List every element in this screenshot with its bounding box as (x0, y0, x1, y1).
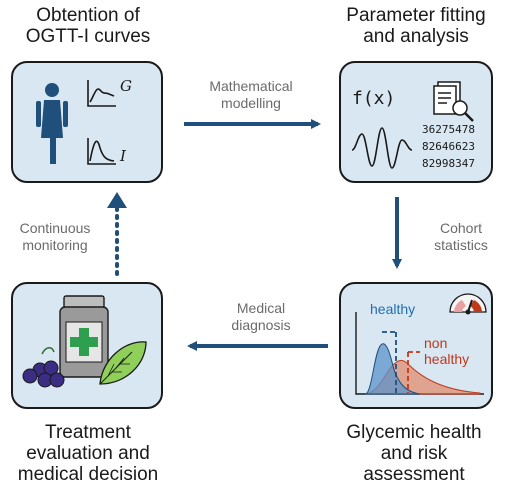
berries-icon (22, 347, 65, 388)
stage-title-ogtt: Obtention of OGTT-I curves (25, 5, 151, 47)
label-statistics: Cohort statistics (434, 220, 488, 253)
stage-title-treatment: Treatment evaluation and medical decisio… (17, 422, 159, 485)
formula-text: f(x) (352, 88, 395, 109)
person-icon (36, 83, 68, 164)
glucose-label: G (120, 77, 132, 95)
gauge-icon (449, 293, 487, 315)
insulin-label: I (119, 147, 127, 165)
stage-parameter-fitting: f(x) 36275478 82646623 82998347 (339, 61, 493, 183)
medicine-bottle-icon (59, 295, 109, 378)
healthy-distribution (364, 343, 421, 395)
nonhealthy-label: non healthy (424, 335, 469, 367)
oscillation-icon (351, 127, 413, 169)
stage-ogtt-curves: G I (11, 61, 163, 183)
number-line: 36275478 (422, 123, 475, 136)
healthy-label: healthy (370, 301, 415, 317)
insulin-curve-icon (87, 138, 116, 165)
stage-box (11, 61, 163, 183)
stage-glycemic-assessment: healthy non healthy (339, 282, 493, 409)
label-monitoring: Continuous monitoring (19, 220, 91, 253)
number-line: 82998347 (422, 157, 475, 170)
glucose-curve-icon (87, 80, 116, 107)
number-line: 82646623 (422, 140, 475, 153)
label-diagnosis: Medical diagnosis (231, 300, 291, 333)
stage-title-fitting: Parameter fitting and analysis (346, 5, 486, 47)
arrow-monitoring-head (107, 192, 127, 208)
stage-treatment (11, 282, 163, 409)
stage-title-assessment: Glycemic health and risk assessment (346, 422, 482, 485)
document-search-icon (433, 81, 474, 122)
leaf-icon (99, 341, 147, 385)
label-modelling: Mathematical modelling (209, 78, 293, 111)
